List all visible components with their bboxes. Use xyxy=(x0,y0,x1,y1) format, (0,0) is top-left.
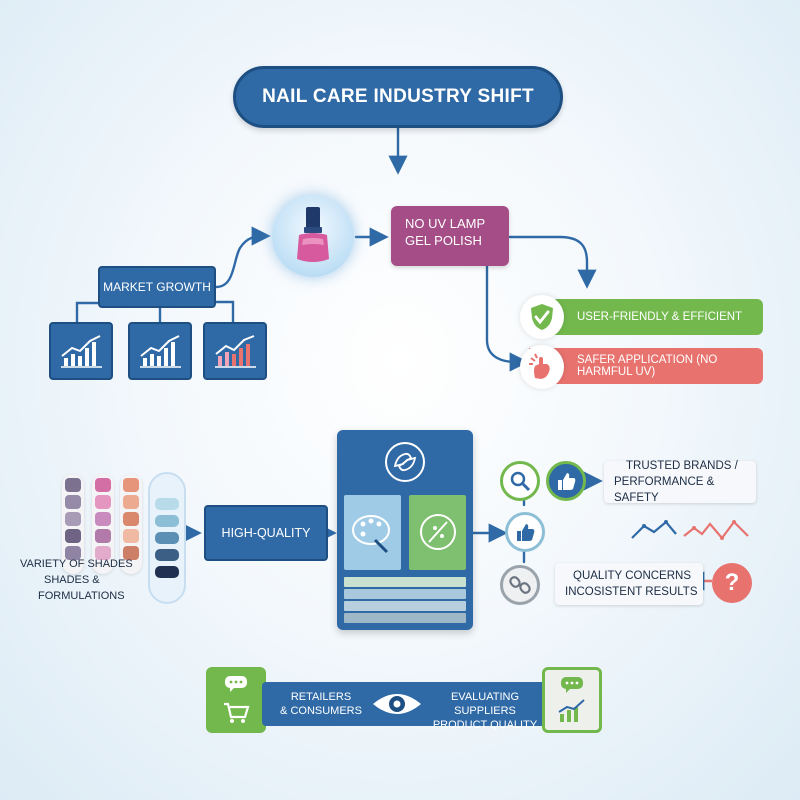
retail-tile xyxy=(206,667,266,733)
shade-tube xyxy=(120,474,142,574)
eye-icon xyxy=(373,694,421,714)
magnifier-icon xyxy=(500,461,540,501)
retailers-line-2: & CONSUMERS xyxy=(280,705,362,717)
product-line-2: GEL POLISH xyxy=(405,233,482,248)
palette-icon xyxy=(352,515,390,554)
broken-link-icon xyxy=(500,565,540,605)
benefit-label: USER-FRIENDLY & EFFICIENT xyxy=(577,311,743,323)
trusted-line-2: PERFORMANCE & SAFETY xyxy=(614,476,715,504)
chat-icon xyxy=(225,676,247,692)
benefit-safer: SAFER APPLICATION (NO HARMFUL UV) xyxy=(529,348,763,384)
trusted-line-1: TRUSTED BRANDS / xyxy=(626,460,738,472)
thumbs-up-icon xyxy=(505,512,545,552)
growth-tile xyxy=(542,667,602,733)
shade-tube xyxy=(92,474,114,574)
high-quality-box: HIGH-QUALITY xyxy=(204,505,328,561)
suppliers-label: EVALUATING SUPPLIERS PRODUCT QUALITY xyxy=(420,690,550,732)
product-line-1: NO UV LAMP xyxy=(405,216,486,231)
nail-polish-icon xyxy=(272,195,354,277)
chat-icon xyxy=(561,677,583,693)
suppliers-line-2: PRODUCT QUALITY xyxy=(432,719,538,731)
shade-tube xyxy=(62,474,84,574)
cart-icon xyxy=(224,702,250,723)
benefit-user-friendly: USER-FRIENDLY & EFFICIENT xyxy=(529,299,763,335)
thumbs-up-icon xyxy=(546,461,586,501)
suppliers-line-1: EVALUATING SUPPLIERS xyxy=(450,691,520,717)
growth-chart-icon xyxy=(49,322,113,380)
growth-chart-icon xyxy=(128,322,192,380)
concerns-line-1: QUALITY CONCERNS xyxy=(573,570,692,582)
benefit-label: SAFER APPLICATION (NO HARMFUL UV) xyxy=(577,354,718,378)
shades-line-1: VARIETY OF SHADES xyxy=(20,558,133,570)
retailers-line-1: RETAILERS xyxy=(290,691,352,703)
concerns-line-2: INCOSISTENT RESULTS xyxy=(565,586,698,598)
market-growth-box: MARKET GROWTH xyxy=(98,266,216,308)
growth-chart-icon xyxy=(203,322,267,380)
shade-tube-large xyxy=(148,472,186,604)
product-box: NO UV LAMP GEL POLISH xyxy=(391,206,509,266)
shades-line-3: FORMULATIONS xyxy=(38,590,125,602)
hand-sparkle-icon xyxy=(520,345,564,389)
retailers-label: RETAILERS & CONSUMERS xyxy=(266,690,376,718)
page-title: NAIL CARE INDUSTRY SHIFT xyxy=(233,66,563,128)
quality-concerns-box: QUALITY CONCERNS INCOSISTENT RESULTS xyxy=(555,563,703,605)
evaluation-bar: RETAILERS & CONSUMERS EVALUATING SUPPLIE… xyxy=(262,682,552,731)
trend-line-icon xyxy=(631,520,749,540)
shades-line-2: SHADES & xyxy=(44,574,100,586)
shades-label: VARIETY OF SHADES SHADES & FORMULATIONS xyxy=(20,556,145,604)
hands-icon xyxy=(344,437,466,487)
question-icon: ? xyxy=(712,563,752,603)
bar-growth-icon xyxy=(558,699,585,722)
trusted-brands-box: TRUSTED BRANDS / PERFORMANCE & SAFETY xyxy=(604,460,756,504)
checklist-icon xyxy=(420,514,456,550)
shield-check-icon xyxy=(520,295,564,339)
data-rows xyxy=(344,577,466,623)
